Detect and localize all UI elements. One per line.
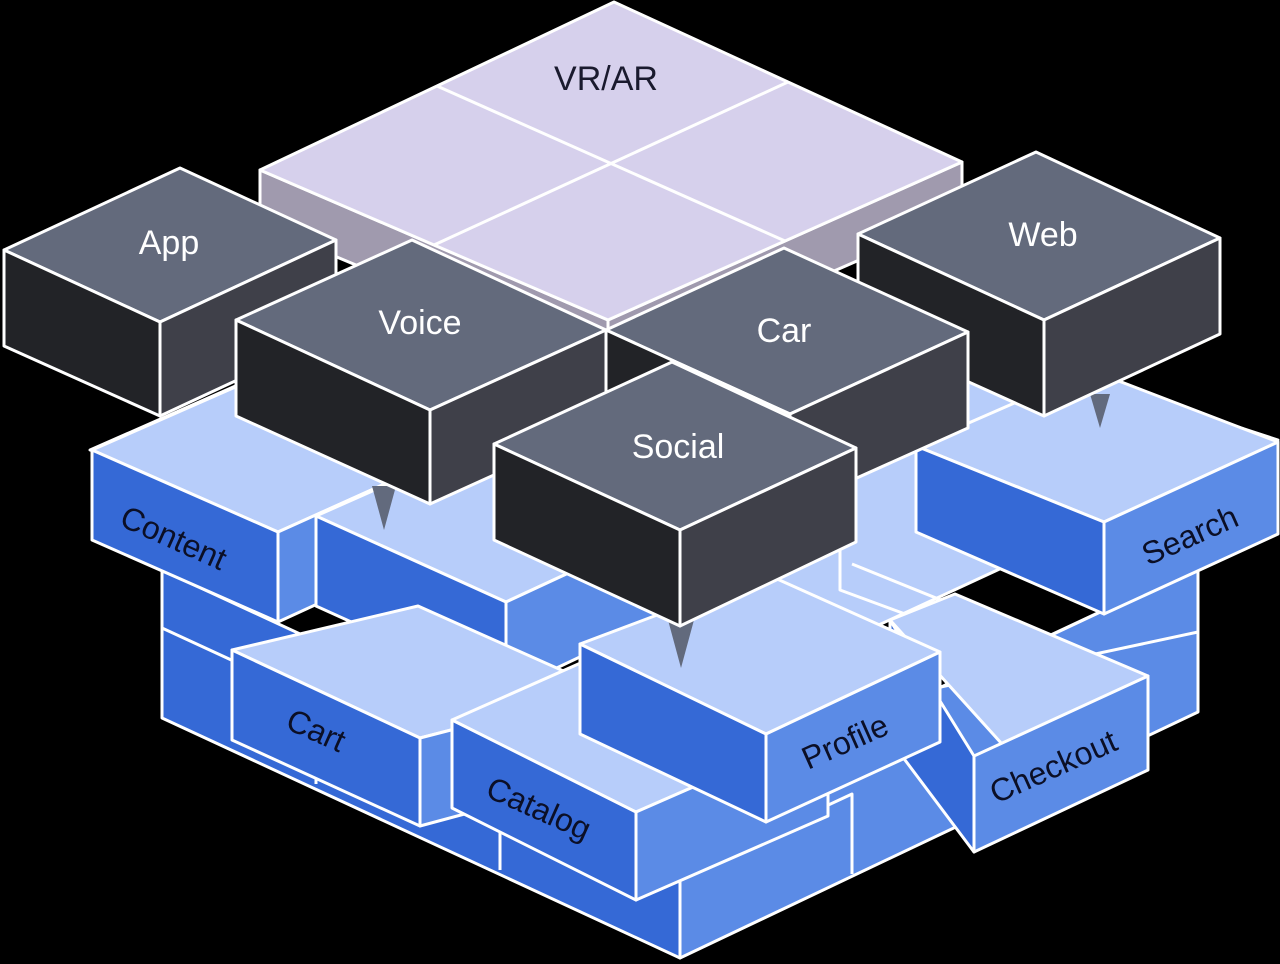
social-label: Social [632, 428, 725, 466]
vr-ar-grid-line [433, 80, 789, 247]
search-block-side [1102, 440, 1280, 616]
web-label: Web [1008, 216, 1077, 254]
social-block[interactable]: Social [492, 360, 858, 668]
car-label: Car [757, 312, 812, 350]
web-connector [1090, 394, 1110, 428]
social-block-right [678, 446, 858, 628]
vr-ar-label: VR/AR [554, 60, 658, 98]
checkout-block-side [972, 674, 1150, 854]
social-connector [668, 620, 694, 668]
voice-connector [372, 486, 396, 530]
app-label: App [139, 224, 200, 262]
voice-label: Voice [378, 304, 461, 342]
web-block-right [1042, 236, 1222, 418]
profile-block-side [764, 650, 942, 824]
voice-block[interactable]: Voice [234, 238, 608, 530]
